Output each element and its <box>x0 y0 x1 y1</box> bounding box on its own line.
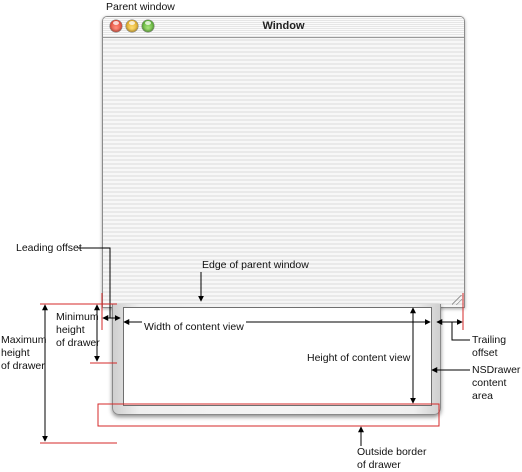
window-titlebar[interactable]: Window <box>103 17 464 38</box>
label-outside-border-of-drawer: Outside border of drawer <box>357 446 427 471</box>
label-height-of-content-view: Height of content view <box>307 352 411 364</box>
label-leading-offset: Leading offset <box>16 242 82 254</box>
label-maximum-height: Maximum height of drawer <box>1 334 47 372</box>
label-trailing-offset: Trailing offset <box>472 334 507 359</box>
label-width-of-content-view: Width of content view <box>142 321 246 334</box>
label-edge-of-parent-window: Edge of parent window <box>202 259 309 271</box>
window-title: Window <box>262 20 305 32</box>
minimize-button[interactable] <box>126 20 138 32</box>
label-nsdrawer-content-area: NSDrawer content area <box>472 364 521 402</box>
parent-window: Window <box>102 16 465 308</box>
leading-offset-callout <box>78 247 111 318</box>
resize-grip-icon[interactable] <box>452 295 462 305</box>
trailing-offset-callout <box>451 322 470 341</box>
close-button[interactable] <box>110 20 122 32</box>
outside-border-marker <box>97 403 440 427</box>
label-parent-window: Parent window <box>106 1 175 13</box>
zoom-button[interactable] <box>142 20 154 32</box>
label-minimum-height: Minimum height of drawer <box>56 311 100 349</box>
